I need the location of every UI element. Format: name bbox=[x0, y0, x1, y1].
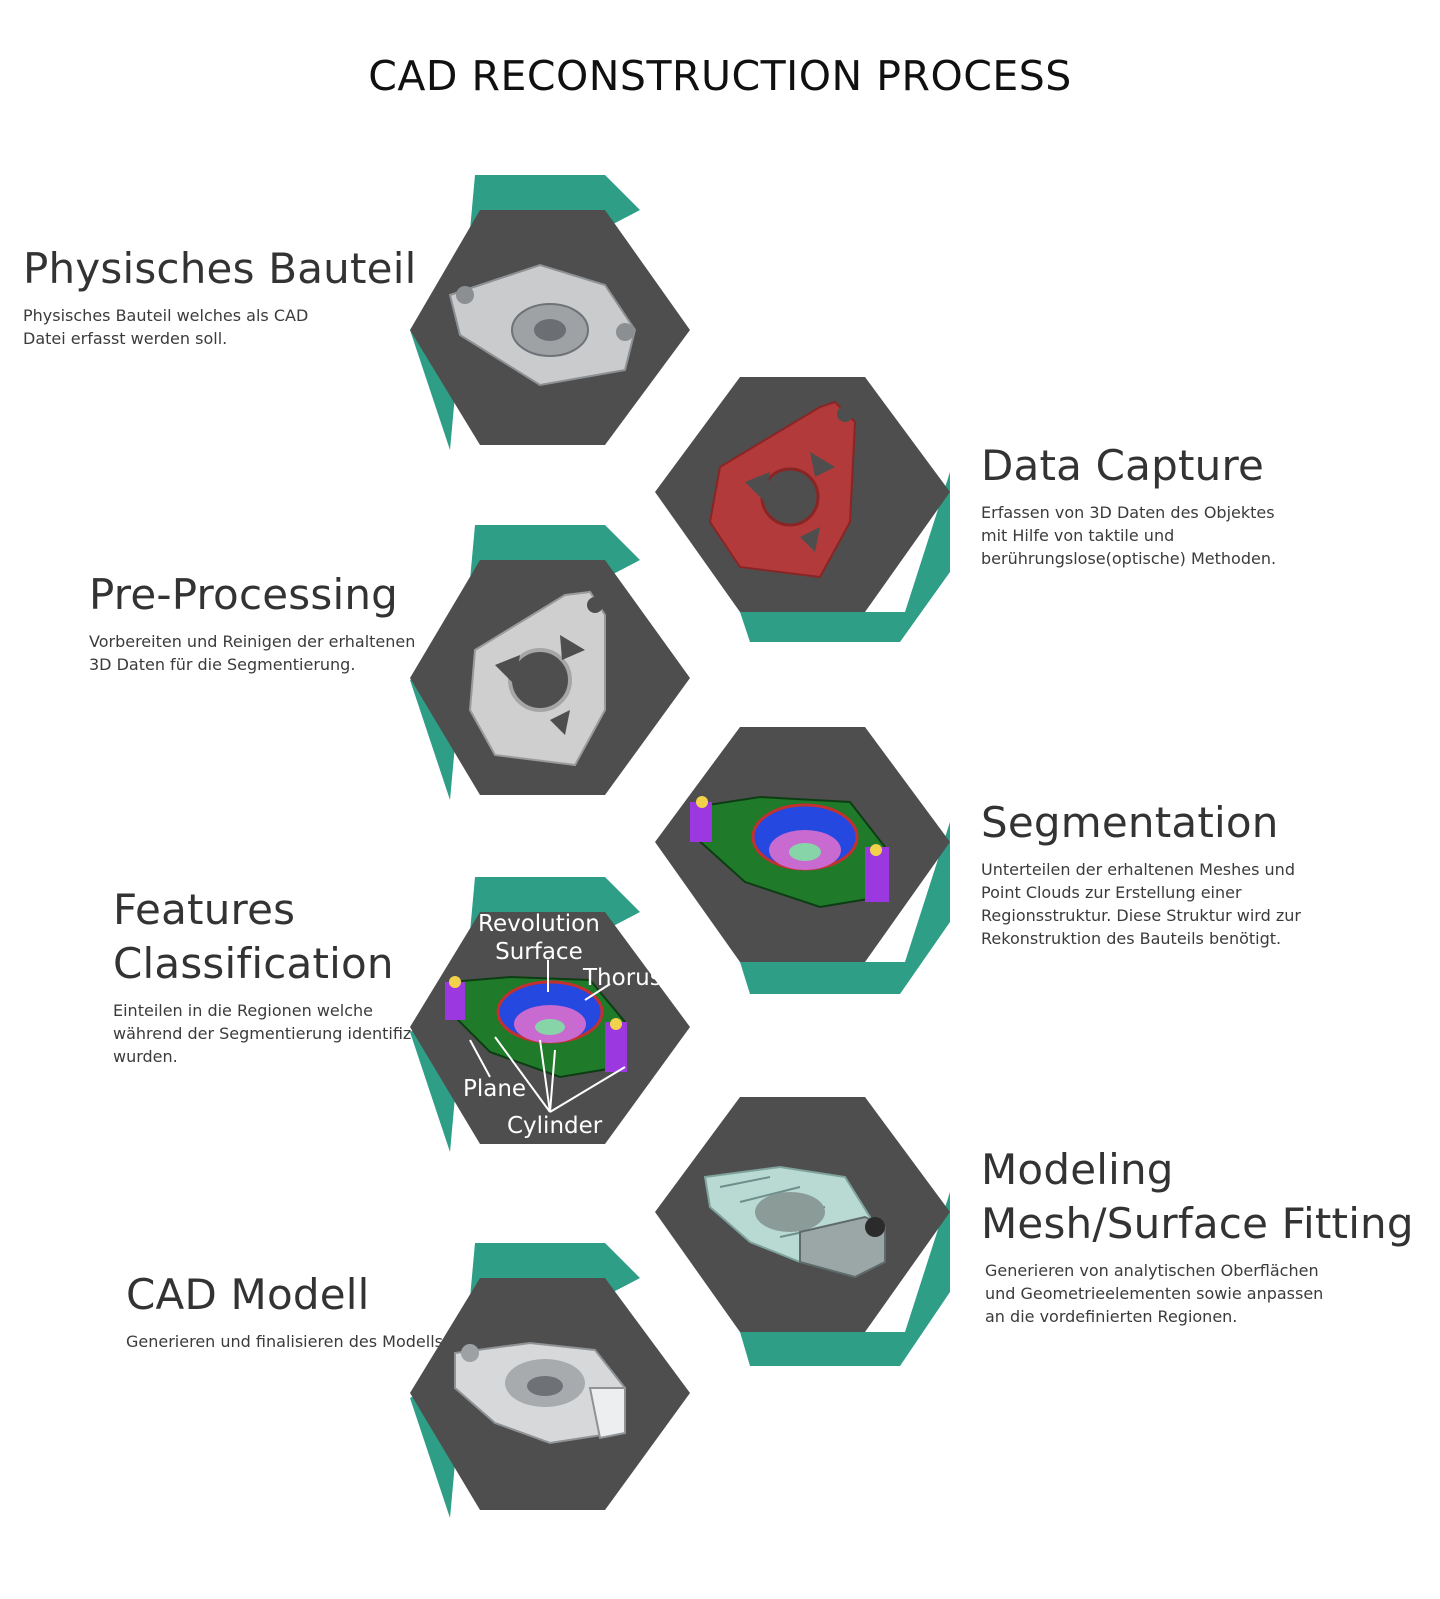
step-description: Physisches Bauteil welches als CAD Datei… bbox=[23, 306, 309, 348]
hex-data-capture bbox=[650, 372, 970, 692]
label-line: Surface bbox=[495, 939, 583, 965]
hex-accent bbox=[740, 472, 950, 642]
step-description: Einteilen in die Regionen welche während… bbox=[113, 1001, 439, 1066]
step-heading-line: Modeling bbox=[981, 1145, 1174, 1194]
step-heading: CAD Modell bbox=[126, 1270, 370, 1319]
label-cylinder: Cylinder bbox=[507, 1113, 603, 1139]
label-plane: Plane bbox=[463, 1076, 527, 1102]
hex-modeling bbox=[650, 1092, 970, 1412]
hexagon-graphic bbox=[655, 377, 950, 642]
step-heading: Pre-Processing bbox=[89, 570, 399, 619]
label-line: Revolution bbox=[478, 911, 600, 937]
hex-cad-modell bbox=[390, 1238, 710, 1558]
mesh-fitting-part-icon bbox=[703, 1165, 886, 1279]
hex-features-classification: Revolution Surface Thorus Plane Cylinder bbox=[390, 872, 710, 1192]
label-thorus: Thorus bbox=[583, 965, 662, 991]
step-heading: Modeling Mesh/Surface Fitting bbox=[981, 1143, 1431, 1251]
step-description: Generieren von analytischen Oberflächen … bbox=[985, 1261, 1324, 1326]
hex-accent bbox=[740, 1192, 950, 1366]
hexagon-graphic bbox=[410, 877, 690, 1152]
step-pre-processing: Pre-Processing Vorbereiten und Reinigen … bbox=[89, 568, 509, 676]
step-modeling: Modeling Mesh/Surface Fitting Generieren… bbox=[981, 1143, 1431, 1328]
cad-model-part-icon bbox=[454, 1341, 627, 1445]
step-description: Generieren und finalisieren des Modells. bbox=[126, 1332, 449, 1351]
step-heading-line: Mesh/Surface Fitting bbox=[981, 1199, 1414, 1248]
step-features-classification: Features Classification Einteilen in die… bbox=[113, 883, 533, 1068]
hexagon-graphic bbox=[410, 1243, 690, 1518]
step-description: Vorbereiten und Reinigen der erhaltenen … bbox=[89, 632, 416, 674]
step-description: Unterteilen der erhaltenen Meshes und Po… bbox=[981, 860, 1301, 948]
step-description: Erfassen von 3D Daten des Objektes mit H… bbox=[981, 503, 1277, 568]
step-heading: Segmentation bbox=[981, 798, 1279, 847]
step-cad-modell: CAD Modell Generieren und finalisieren d… bbox=[126, 1268, 546, 1353]
part-photo-icon bbox=[448, 263, 637, 387]
step-segmentation: Segmentation Unterteilen der erhaltenen … bbox=[981, 796, 1411, 950]
grey-mesh-part-icon bbox=[468, 590, 606, 767]
hexagon-graphic bbox=[410, 175, 690, 450]
hexagon-graphic bbox=[655, 727, 950, 994]
hex-physisches-bauteil bbox=[390, 170, 710, 490]
classification-arrows bbox=[469, 960, 626, 1113]
hex-segmentation bbox=[650, 722, 970, 1042]
hex-accent bbox=[740, 822, 950, 994]
hexagon-graphic bbox=[410, 525, 690, 800]
classified-part-icon bbox=[445, 975, 627, 1079]
step-heading-line: Classification bbox=[113, 939, 394, 988]
step-heading: Features Classification bbox=[113, 883, 533, 991]
label-revolution-surface: Revolution Surface bbox=[478, 910, 600, 966]
hexagon-graphic bbox=[655, 1097, 950, 1366]
hex-pre-processing bbox=[390, 520, 710, 840]
step-physisches-bauteil: Physisches Bauteil Physisches Bauteil we… bbox=[23, 242, 443, 350]
page-title: CAD RECONSTRUCTION PROCESS bbox=[368, 52, 1072, 100]
red-scan-part-icon bbox=[708, 400, 857, 579]
step-heading-line: Features bbox=[113, 885, 296, 934]
segmented-part-icon bbox=[690, 795, 889, 909]
step-data-capture: Data Capture Erfassen von 3D Daten des O… bbox=[981, 439, 1411, 570]
step-heading: Data Capture bbox=[981, 441, 1265, 490]
step-heading: Physisches Bauteil bbox=[23, 244, 417, 293]
